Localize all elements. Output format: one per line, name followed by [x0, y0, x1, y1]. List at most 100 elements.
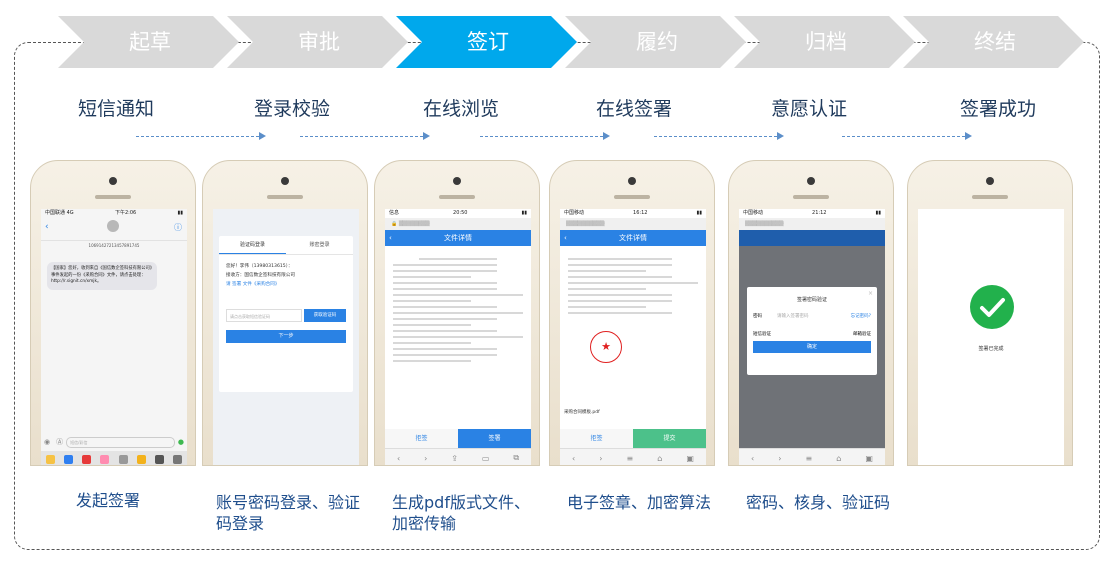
phone-speaker: [439, 195, 475, 199]
verify-dialog: 签署密码验证 × 密码 请输入签署密码 忘记密码? 短信验证 邮箱验证 确定: [747, 287, 877, 375]
browser-toolbar: ‹›⇪▭⧉: [385, 448, 531, 465]
step-label-sign: 签订: [467, 30, 509, 54]
contract-preview: [560, 246, 706, 326]
phone-speaker: [267, 195, 303, 199]
greeting-text: 您好！李伟（13980313615）：: [226, 264, 293, 269]
caption-pdf-encrypt: 生成pdf版式文件、加密传输: [392, 493, 530, 533]
flow-arrow-2: [300, 131, 430, 140]
email-verify-link[interactable]: 邮箱验证: [853, 332, 871, 337]
phone-camera: [986, 177, 994, 185]
flow-intent-auth: 意愿认证: [770, 98, 847, 120]
camera-icon[interactable]: ◉: [44, 438, 51, 446]
sms-verify-link[interactable]: 短信验证: [753, 332, 771, 337]
phone-camera: [281, 177, 289, 185]
phone-speaker: [793, 195, 829, 199]
step-label-perform: 履约: [636, 30, 678, 54]
get-code-button[interactable]: 获取验证码: [304, 309, 346, 322]
flow-sms-notice: 短信通知: [77, 98, 154, 120]
phone-speaker: [972, 195, 1008, 199]
reject-button[interactable]: 拒签: [385, 429, 458, 449]
dialog-title: 签署密码验证: [796, 297, 827, 303]
sign-time: 16:12: [633, 210, 648, 216]
app-tray: [41, 451, 187, 465]
sign-header: ‹ 文件详情: [560, 230, 706, 246]
flow-sign-success: 签署成功: [959, 98, 1036, 120]
caption-login-methods: 账号密码登录、验证码登录: [216, 493, 361, 533]
submit-button[interactable]: 提交: [633, 429, 706, 449]
sms-sender: 10691427213457891745: [88, 243, 140, 248]
doc-time: 20:50: [453, 210, 468, 216]
file-name: 采购合同模板.pdf: [564, 410, 600, 415]
phone-sign-success: 签署已完成: [907, 160, 1073, 466]
sms-time: 下午2:06: [114, 210, 137, 216]
password-label: 密码: [753, 314, 762, 319]
phone-camera: [109, 177, 117, 185]
confirm-button[interactable]: 确定: [753, 341, 871, 353]
sms-bubble: 【国家】您好，收到来自《国信数企签科技有限公司》事件发起的一份《采购合同》文件，…: [47, 262, 157, 290]
contract-preview: [385, 246, 531, 374]
step-chevron-5[interactable]: [734, 16, 915, 68]
phone-login: 验证码登录 账密登录 您好！李伟（13980313615）： 接收方：国信数企签…: [202, 160, 368, 466]
phone-camera: [807, 177, 815, 185]
url-bar[interactable]: 🔒 ▒▒▒▒▒▒▒▒: [385, 218, 531, 230]
auth-time: 21:12: [812, 210, 827, 216]
browser-toolbar: ‹›≡⌂▣: [560, 448, 706, 465]
sms-input[interactable]: 短信/彩信: [66, 436, 175, 448]
success-screen: 签署已完成: [918, 209, 1064, 465]
step-label-draft: 起草: [129, 30, 171, 54]
url-bar[interactable]: ▒▒▒▒▒▒▒▒▒▒: [739, 218, 885, 230]
tab-password-login[interactable]: 账密登录: [309, 242, 330, 248]
sign-request-text: 请 签署 文件《采购合同》: [226, 282, 280, 287]
password-input[interactable]: 请输入签署密码: [777, 314, 809, 319]
flow-arrow-5: [842, 131, 972, 140]
flow-online-sign: 在线签署: [595, 98, 672, 120]
tab-sms-login[interactable]: 验证码登录: [219, 236, 286, 254]
step-label-end: 终结: [974, 30, 1016, 54]
info-icon[interactable]: ⓘ: [174, 223, 182, 232]
url-bar[interactable]: ▒▒▒▒▒▒▒▒▒▒: [560, 218, 706, 230]
step-chevron-6[interactable]: [903, 16, 1084, 68]
step-label-approve: 审批: [298, 30, 340, 54]
login-screen: 验证码登录 账密登录 您好！李伟（13980313615）： 接收方：国信数企签…: [213, 209, 359, 465]
next-button[interactable]: 下一步: [226, 330, 346, 343]
flow-online-browse: 在线浏览: [422, 98, 499, 120]
appstore-icon[interactable]: Ⓐ: [56, 438, 64, 446]
browser-toolbar: ‹›≡⌂▣: [739, 448, 885, 465]
step-chevron-3[interactable]: [396, 16, 577, 68]
send-icon[interactable]: ●: [177, 438, 184, 446]
company-seal-icon[interactable]: ★: [590, 331, 622, 363]
step-chevron-2[interactable]: [227, 16, 408, 68]
forgot-password-link[interactable]: 忘记密码?: [850, 314, 871, 319]
step-chevron-4[interactable]: [565, 16, 746, 68]
flow-arrow-1: [136, 131, 266, 140]
step-label-archive: 归档: [805, 30, 847, 54]
step-chevron-1[interactable]: [58, 16, 239, 68]
doc-title: 文件详情: [444, 234, 472, 242]
back-chevron-icon[interactable]: ‹: [564, 234, 567, 242]
phone-speaker: [614, 195, 650, 199]
caption-auth-methods: 密码、核身、验证码: [746, 493, 891, 512]
sign-done-text: 签署已完成: [978, 346, 1004, 352]
code-input[interactable]: 请点击获取短信验证码: [226, 309, 302, 322]
back-chevron-icon[interactable]: ‹: [45, 222, 49, 232]
phone-speaker: [95, 195, 131, 199]
reject-button[interactable]: 拒签: [560, 429, 633, 449]
caption-seal-algorithm: 电子签章、加密算法: [567, 493, 712, 512]
phone-camera: [628, 177, 636, 185]
close-icon[interactable]: ×: [867, 290, 873, 297]
back-chevron-icon[interactable]: ‹: [389, 234, 392, 242]
doc-header: ‹ 文件详情: [385, 230, 531, 246]
check-icon: [970, 285, 1014, 329]
sign-button[interactable]: 签署: [458, 429, 531, 449]
caption-initiate: 发起签署: [76, 491, 141, 510]
process-steps-bar: [58, 16, 1084, 68]
avatar: [107, 220, 119, 232]
